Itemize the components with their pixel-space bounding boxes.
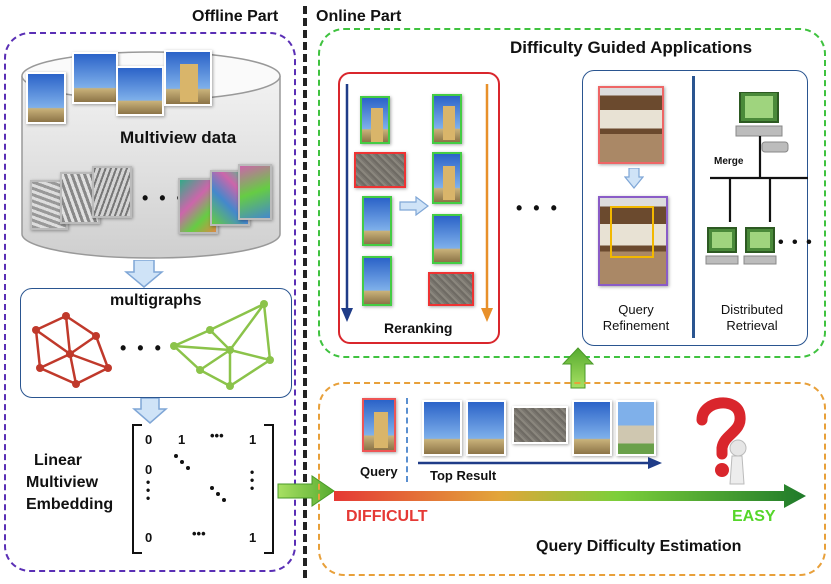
multiview-data-label: Multiview data xyxy=(120,128,237,147)
graph-red xyxy=(32,312,112,388)
matrix-r1-c1: 0 xyxy=(145,432,153,447)
refinement-retrieval-separator xyxy=(692,76,695,338)
matrix-bracket-right xyxy=(264,424,274,554)
feature-map-color-3 xyxy=(238,164,272,220)
matrix-col-dots: • • • xyxy=(146,475,151,505)
reranking-label: Reranking xyxy=(384,320,453,336)
online-part-title: Online Part xyxy=(316,8,402,25)
top-result-arrow xyxy=(418,457,662,469)
rerank-arrow-icon xyxy=(399,196,429,216)
reranking-box xyxy=(338,72,500,344)
down-arrow-1 xyxy=(124,260,164,288)
matrix-col-dot-3: • xyxy=(146,491,151,505)
query-refinement-line-2: Refinement xyxy=(602,318,670,333)
node-icon-2 xyxy=(743,227,777,265)
rerank-left-3 xyxy=(362,196,392,246)
matrix-diagonal-dots xyxy=(174,454,226,502)
rerank-left-4 xyxy=(362,256,392,306)
rerank-right-2 xyxy=(432,152,462,204)
embedding-to-estimation-arrow xyxy=(277,475,335,507)
refinement-highlight-box xyxy=(610,206,654,258)
rerank-right-1 xyxy=(432,94,462,144)
top-result-2 xyxy=(466,400,506,456)
easy-label: EASY xyxy=(732,508,776,525)
matrix-last-c1: 0 xyxy=(145,530,153,545)
feature-map-gray-3 xyxy=(92,166,132,218)
node-icon-1 xyxy=(705,227,739,265)
matrix-last-c3: 1 xyxy=(249,530,257,545)
estimation-to-applications-arrow xyxy=(561,347,595,389)
rerank-right-4-noise xyxy=(428,272,474,306)
query-label: Query xyxy=(360,464,398,479)
matrix-right-dot-3: • xyxy=(250,481,255,495)
merge-label: Merge xyxy=(714,156,744,167)
matrix-col-dots-right: • • • xyxy=(250,465,255,495)
matrix-col-dot-1: • xyxy=(146,475,151,489)
matrix-r1-c2: 1 xyxy=(178,432,186,447)
offline-panel xyxy=(4,32,296,572)
difficulty-scale-arrow xyxy=(334,484,806,508)
monitor-icon xyxy=(735,92,789,153)
photo-dome xyxy=(116,66,164,116)
multigraphs-label: multigraphs xyxy=(110,292,202,309)
refinement-photo-before xyxy=(598,86,664,164)
refinement-photo-after xyxy=(598,196,668,286)
embedding-label-line-2: Multiview xyxy=(26,474,99,491)
matrix-r1-c3: ••• xyxy=(210,428,224,443)
matrix-col-dot-2: • xyxy=(146,483,151,497)
top-result-3-noise xyxy=(512,406,568,444)
top-result-5 xyxy=(616,400,656,456)
distributed-retrieval-label: Distributed Retrieval xyxy=(704,302,800,334)
embedding-label: Linear Multiview Embedding xyxy=(26,450,113,516)
embedding-label-line-1: Linear xyxy=(34,452,83,469)
ellipsis-views: • • • xyxy=(142,188,186,208)
ellipsis-applications: • • • xyxy=(516,198,560,218)
top-result-label: Top Result xyxy=(430,468,497,483)
applications-title: Difficulty Guided Applications xyxy=(510,38,753,57)
matrix-bracket-left xyxy=(132,424,142,554)
offline-part-title: Offline Part xyxy=(192,8,279,25)
distributed-retrieval-line-1: Distributed xyxy=(720,302,784,317)
query-photo xyxy=(362,398,396,452)
matrix-r1-c4: 1 xyxy=(249,432,257,447)
distributed-network xyxy=(705,92,808,265)
question-mark-figure-icon xyxy=(696,397,747,485)
refinement-retrieval-box xyxy=(582,70,808,346)
matrix-last-c2: ••• xyxy=(192,526,206,541)
refinement-down-arrow xyxy=(624,168,644,189)
embedding-label-line-3: Embedding xyxy=(26,496,114,513)
top-result-1 xyxy=(422,400,462,456)
rerank-left-2-noise xyxy=(354,152,406,188)
rerank-right-3 xyxy=(432,214,462,264)
ellipsis-nodes: • • • xyxy=(778,234,814,251)
part-divider xyxy=(303,6,307,578)
query-refinement-line-1: Query xyxy=(618,302,654,317)
difficult-label: DIFFICULT xyxy=(346,508,428,525)
query-refinement-label: Query Refinement xyxy=(598,302,674,334)
photo-church-2 xyxy=(72,52,118,104)
matrix-r2-c1: 0 xyxy=(145,462,153,477)
matrix-right-dot-2: • xyxy=(250,473,255,487)
query-divider xyxy=(406,398,408,482)
distributed-retrieval-line-2: Retrieval xyxy=(726,318,778,333)
estimation-panel xyxy=(318,382,826,576)
rerank-left-1 xyxy=(360,96,390,144)
photo-church-1 xyxy=(26,72,66,124)
ellipsis-graphs: • • • xyxy=(120,338,164,358)
estimation-title: Query Difficulty Estimation xyxy=(536,538,742,555)
down-arrow-2 xyxy=(132,398,168,424)
photo-cathedral xyxy=(164,50,212,106)
graph-green xyxy=(170,300,274,390)
reranking-blue-axis xyxy=(341,84,353,322)
matrix-right-dot-1: • xyxy=(250,465,255,479)
top-result-4 xyxy=(572,400,612,456)
reranking-orange-axis xyxy=(481,84,493,322)
